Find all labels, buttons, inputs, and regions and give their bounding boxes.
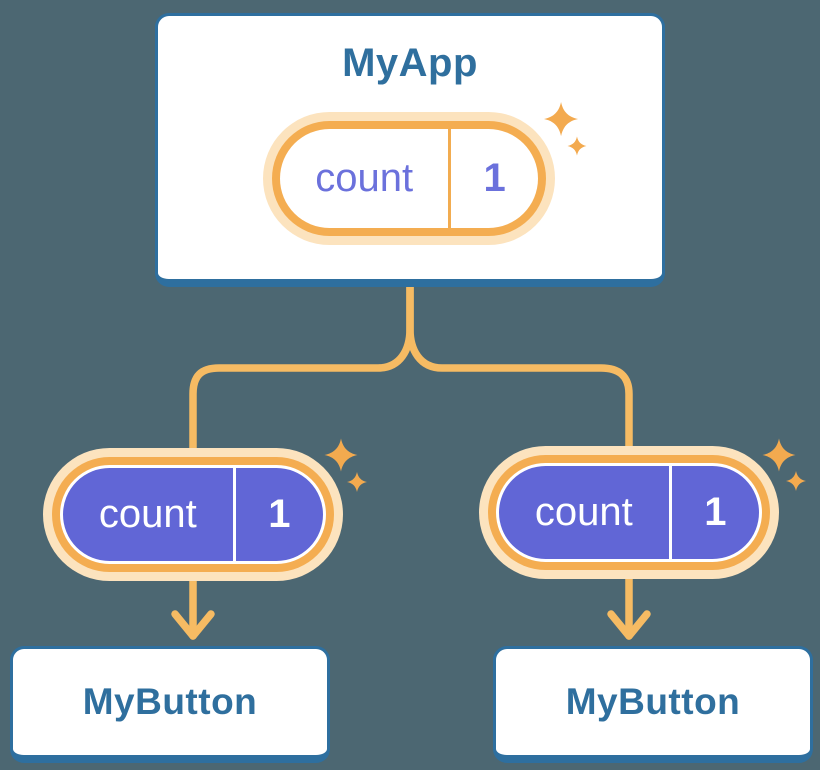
component-title: MyApp [342,41,478,85]
state-name-label: count [315,156,414,200]
state-name-label: count [534,490,633,534]
pill-ring-outer: count 1 [263,112,555,245]
state-pill-right: count 1 [479,446,779,579]
sparkle-icon [786,471,806,491]
pill-body: count 1 [280,129,538,228]
pill-ring-inner: count 1 [272,121,546,236]
arrow-down-icon [607,610,651,640]
pill-ring-outer: count 1 [43,448,343,581]
sparkle-icon [347,472,367,492]
pill-body: count 1 [496,463,762,562]
pill-ring-inner: count 1 [52,457,334,572]
component-card-mybutton-left: MyButton [10,646,330,763]
state-name-label: count [98,492,197,536]
pill-divider [448,129,452,228]
component-card-myapp: MyApp count 1 [155,13,665,287]
component-card-mybutton-right: MyButton [493,646,813,763]
pill-body: count 1 [60,465,326,564]
state-value: 1 [704,490,727,534]
pill-ring-inner: count 1 [488,455,770,570]
pill-ring-outer: count 1 [479,446,779,579]
state-pill-left: count 1 [43,448,343,581]
component-title: MyButton [82,681,258,722]
state-value: 1 [483,156,506,200]
state-pill-myapp: count 1 [263,112,555,245]
component-title: MyButton [565,681,741,722]
arrow-down-icon [171,610,215,640]
pill-divider [668,466,672,559]
state-value: 1 [268,492,291,536]
